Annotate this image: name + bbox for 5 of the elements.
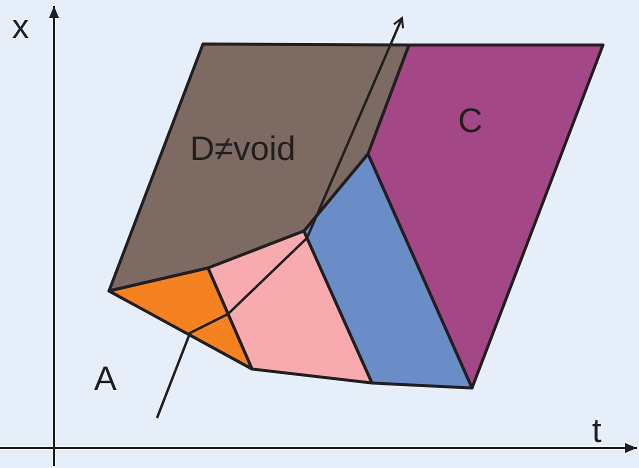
axis-label: x (12, 10, 29, 44)
region-label: A (94, 362, 117, 396)
region-label: C (458, 104, 483, 138)
axis-label: t (592, 414, 602, 448)
region-label: D≠void (190, 132, 296, 166)
